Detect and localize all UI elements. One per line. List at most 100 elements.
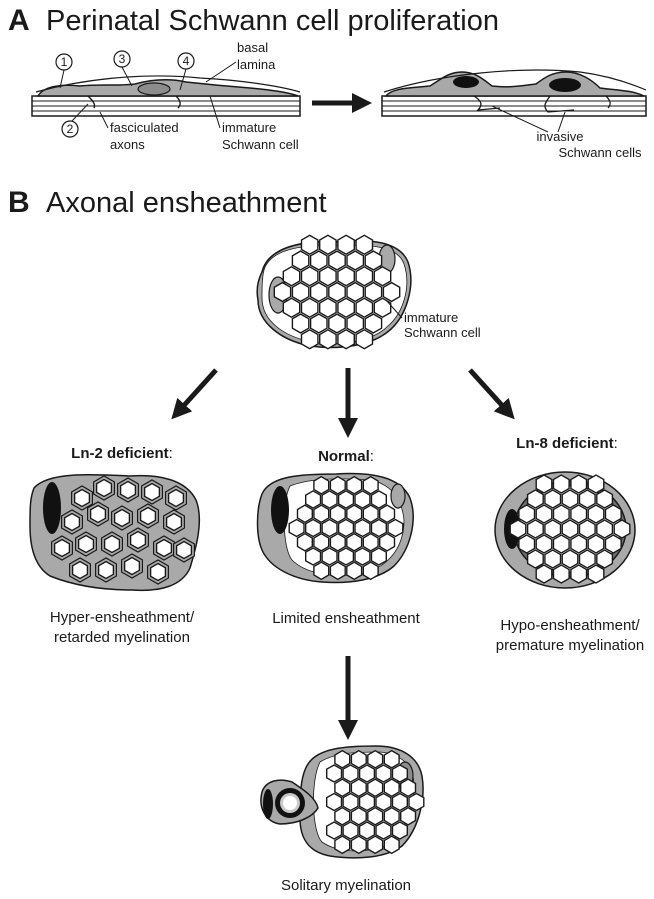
arrow-to-ln2	[171, 368, 218, 420]
axon-hexagon	[350, 778, 367, 798]
svg-text:Schwann cell: Schwann cell	[404, 325, 481, 340]
axon-hexagon	[364, 281, 383, 303]
axon-hexagon	[375, 764, 392, 783]
axon-hexagon	[570, 534, 588, 554]
result-normal: Limited ensheathment	[272, 610, 420, 627]
axon-hexagon	[329, 561, 346, 581]
invasive-schwann-cells	[383, 69, 647, 113]
axon-hexagon	[167, 488, 185, 508]
result-ln8-line1: Hypo-ensheathment/	[500, 617, 640, 634]
axon-hexagon	[604, 504, 622, 524]
axon-hexagon	[552, 504, 570, 524]
axon-hexagon	[313, 532, 330, 552]
axon-hexagon	[375, 792, 392, 812]
immature-unit	[256, 234, 412, 350]
axon-hexagon	[309, 281, 328, 303]
axon-hexagon	[358, 821, 376, 840]
axon-hexagon	[596, 519, 614, 539]
axon-hexagon	[334, 835, 351, 855]
axon-hexagon	[350, 749, 367, 769]
axon-hexagon	[408, 792, 425, 812]
axon-hexagon	[288, 518, 305, 538]
condition-ln2: Ln-2 deficient:	[71, 445, 173, 462]
axon-hexagon	[362, 561, 379, 581]
axon-hexagon	[329, 475, 346, 495]
axon-hexagon	[535, 474, 553, 494]
svg-text:3: 3	[119, 52, 126, 66]
axon-hexagon	[149, 562, 167, 582]
axon-hexagon	[103, 534, 121, 554]
axon-hexagon	[518, 534, 536, 554]
axon-hexagon	[319, 234, 337, 256]
axon-hexagon	[526, 519, 544, 539]
axon-hexagon	[300, 297, 319, 319]
axon-hexagon	[309, 313, 328, 334]
immature-schwann-cell-a	[35, 75, 301, 109]
axon-hexagon	[321, 490, 338, 509]
axon-hexagon	[291, 250, 310, 271]
axon-hexagon	[346, 281, 365, 303]
axon-hexagon	[291, 281, 310, 303]
axon-hexagon	[383, 835, 400, 855]
axon-hexagon	[337, 547, 355, 566]
axon-hexagon	[342, 792, 359, 812]
svg-text:immature: immature	[222, 120, 276, 135]
axon-hexagon	[535, 564, 553, 584]
axon-hexagon	[354, 547, 371, 566]
axon-hexagon	[355, 265, 374, 287]
axon-hexagon	[526, 489, 544, 509]
axon-hexagon	[143, 482, 161, 502]
fascicle-right	[381, 95, 647, 117]
axon-hexagon	[596, 549, 614, 569]
axon-hexagon	[346, 250, 365, 271]
invasive-label: invasive Schwann cells	[491, 105, 642, 160]
axon-hexagon	[362, 532, 379, 552]
axon-hexagon	[367, 806, 384, 826]
axon-hexagon	[613, 519, 631, 539]
axon-hexagon	[367, 835, 384, 855]
axon-hexagon	[535, 534, 553, 554]
axon-hexagon	[139, 506, 157, 526]
axon-hexagon	[305, 547, 322, 566]
axon-hexagon	[350, 835, 367, 855]
axon-hexagon	[71, 560, 89, 580]
axon-hexagon	[346, 532, 363, 552]
axon-hexagon	[370, 547, 387, 566]
axon-hexagon	[282, 265, 301, 287]
axon-hexagon	[89, 504, 107, 524]
axon-hexagon	[552, 564, 570, 584]
axon-hexagon	[337, 265, 355, 287]
axon-hexagon	[358, 764, 376, 783]
axon-hexagon	[578, 549, 596, 569]
axon-hexagon	[319, 265, 337, 287]
panel-b-title: Axonal ensheathment	[46, 187, 327, 219]
axon-hexagon	[321, 518, 338, 538]
axon-hexagon	[518, 504, 536, 524]
result-ln8-line2: premature myelination	[496, 637, 644, 654]
axon-hexagon	[73, 488, 91, 508]
axon-hexagon	[544, 519, 562, 539]
axon-hexagon	[334, 778, 351, 798]
axon-hexagon	[367, 778, 384, 798]
axon-hexagon	[604, 534, 622, 554]
ln2-deficient-unit	[29, 473, 201, 592]
axon-hexagon	[364, 250, 383, 271]
axon-hexagon	[273, 281, 292, 303]
axon-hexagon	[313, 561, 330, 581]
result-ln2-line1: Hyper-ensheathment/	[50, 609, 195, 626]
axon-hexagon	[53, 538, 71, 558]
axon-hexagon	[342, 764, 359, 783]
axon-hexagon	[77, 534, 95, 554]
axon-hexagon	[400, 778, 417, 798]
axon-hexagon	[587, 474, 605, 494]
axon-hexagon	[383, 778, 400, 798]
axon-hexagon	[300, 234, 319, 256]
axon-hexagon	[391, 792, 408, 812]
immature-label: immature Schwann cell	[385, 299, 481, 340]
panel-a-letter: A	[8, 4, 30, 37]
axon-hexagon	[526, 549, 544, 569]
axon-hexagon	[535, 504, 553, 524]
axon-hexagon	[63, 512, 81, 532]
solitary-myelination-unit	[260, 745, 425, 859]
